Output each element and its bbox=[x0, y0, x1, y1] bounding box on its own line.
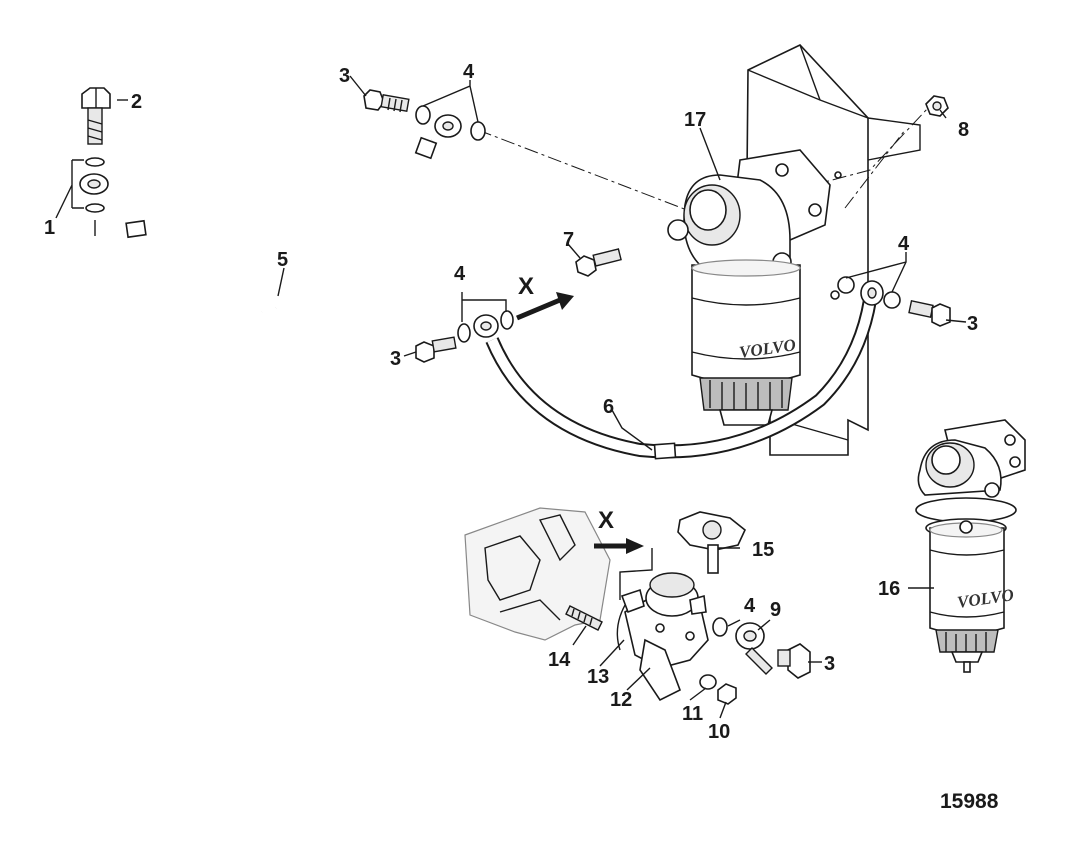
leader-lines bbox=[55, 75, 967, 719]
engine-block-section bbox=[464, 507, 611, 641]
callout-12: 12 bbox=[610, 689, 632, 711]
callout-4-lower: 4 bbox=[744, 595, 756, 617]
callout-16: 16 bbox=[878, 578, 900, 600]
callout-3-left: 3 bbox=[390, 348, 401, 370]
figure-number: 15988 bbox=[940, 790, 999, 813]
callout-2: 2 bbox=[131, 91, 142, 113]
banjo-bolt-3-left bbox=[415, 310, 514, 363]
callout-3-lower: 3 bbox=[824, 653, 835, 675]
callout-4-left: 4 bbox=[454, 263, 466, 285]
callout-5: 5 bbox=[277, 249, 288, 271]
callout-4-right: 4 bbox=[898, 233, 910, 255]
callout-9: 9 bbox=[770, 599, 781, 621]
callout-8: 8 bbox=[958, 119, 969, 141]
fuel-filter-assembly-17: VOLVO bbox=[667, 149, 831, 426]
fuel-pump-12 bbox=[616, 572, 709, 702]
callout-14: 14 bbox=[548, 649, 571, 671]
direction-arrow-lower bbox=[594, 538, 653, 600]
direction-arrow-upper bbox=[516, 292, 574, 321]
view-marker-x-upper: X bbox=[518, 273, 534, 300]
view-marker-x-lower: X bbox=[598, 507, 614, 534]
callout-6: 6 bbox=[603, 396, 614, 418]
callout-labels: 1 2 3 3 3 3 4 4 4 4 5 6 7 8 9 10 11 12 1… bbox=[44, 61, 978, 743]
nut-8 bbox=[925, 95, 949, 117]
gasket-15 bbox=[677, 511, 746, 574]
stud-14 bbox=[565, 605, 603, 631]
callout-4-top: 4 bbox=[463, 61, 475, 83]
fuel-filter-16: VOLVO bbox=[915, 419, 1026, 673]
fuel-hose-6 bbox=[473, 280, 884, 460]
callout-15: 15 bbox=[752, 539, 774, 561]
callout-3-top: 3 bbox=[339, 65, 350, 87]
callout-1: 1 bbox=[44, 217, 55, 239]
mounting-bolt-7 bbox=[575, 248, 622, 277]
banjo-bolt-2 bbox=[81, 87, 111, 236]
callout-3-right: 3 bbox=[967, 313, 978, 335]
callout-11: 11 bbox=[682, 703, 703, 725]
callout-13: 13 bbox=[587, 666, 609, 688]
banjo-fitting-9 bbox=[712, 617, 811, 679]
callout-17: 17 bbox=[684, 109, 706, 131]
assembly-centerline-2 bbox=[844, 129, 906, 209]
callout-7: 7 bbox=[563, 229, 574, 251]
banjo-bolt-3-right bbox=[837, 276, 951, 327]
callout-10: 10 bbox=[708, 721, 730, 743]
nut-10-washer-11 bbox=[699, 674, 737, 705]
fuel-hose-5 bbox=[79, 114, 462, 322]
banjo-bolt-3-top bbox=[363, 89, 486, 141]
